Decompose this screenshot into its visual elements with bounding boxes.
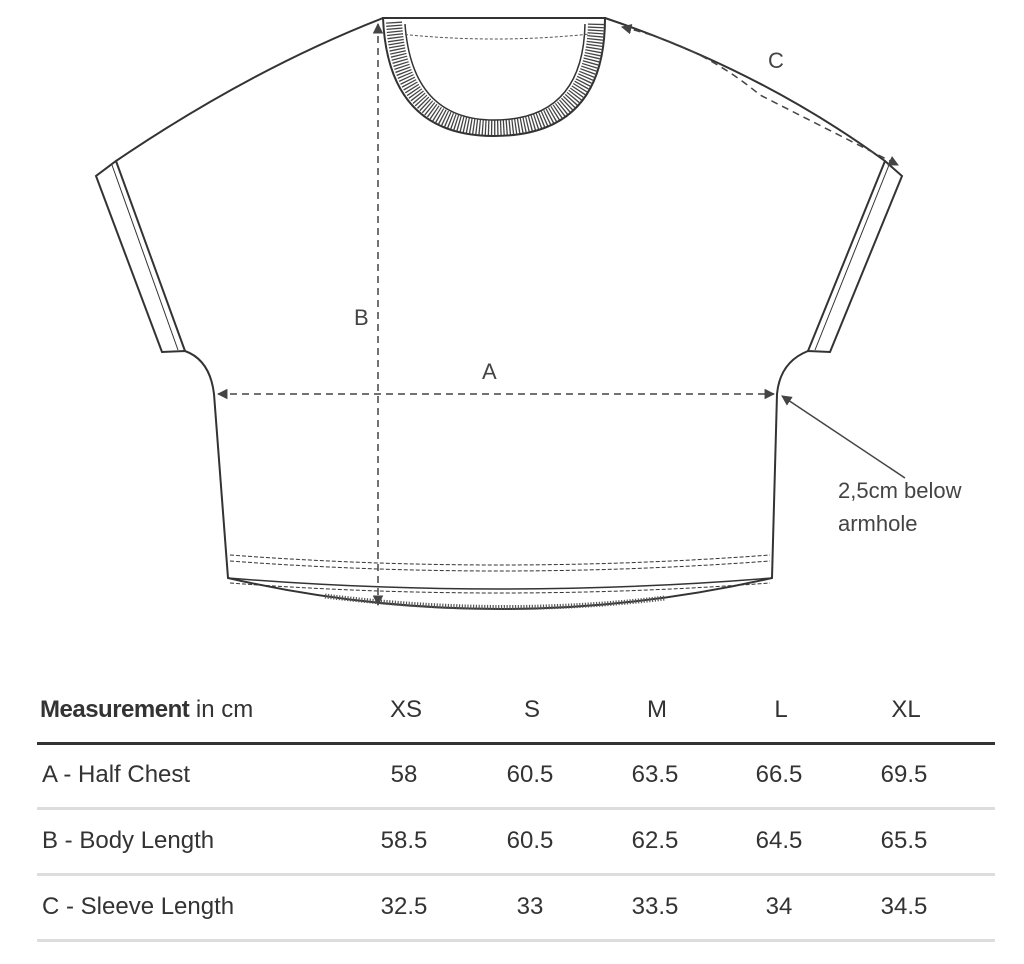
cell: 58 [390, 761, 418, 788]
cell: 66.5 [755, 761, 803, 788]
cell: 64.5 [755, 827, 803, 854]
row-label: A - Half Chest [42, 761, 191, 788]
header-measurement: Measurement [40, 696, 190, 723]
cell: 58.5 [380, 827, 428, 854]
cell: 32.5 [380, 893, 428, 920]
armhole-note-line1: 2,5cm below [838, 478, 962, 503]
cell: 34 [765, 893, 793, 920]
cell: 60.5 [506, 827, 554, 854]
header-divider [37, 742, 995, 745]
row-divider [37, 873, 995, 876]
size-header: XL [891, 696, 921, 723]
cell: 62.5 [631, 827, 679, 854]
row-divider [37, 939, 995, 942]
neck-rib [381, 17, 607, 138]
cell: 33.5 [631, 893, 679, 920]
size-header: L [774, 696, 788, 723]
dimension-c-line [620, 24, 899, 166]
label-a: A [482, 359, 497, 384]
tshirt-outline [94, 17, 904, 610]
cell: 60.5 [506, 761, 554, 788]
size-header: S [523, 696, 541, 723]
cell: 69.5 [880, 761, 928, 788]
cell: 34.5 [880, 893, 928, 920]
cell: 63.5 [631, 761, 679, 788]
cell: 65.5 [880, 827, 928, 854]
row-label: B - Body Length [42, 827, 215, 854]
header-unit: in cm [189, 696, 254, 723]
size-header: XS [389, 696, 423, 723]
label-b: B [354, 305, 369, 330]
armhole-note-line2: armhole [838, 511, 918, 536]
cell: 33 [516, 893, 544, 920]
label-c: C [768, 48, 784, 73]
armhole-pointer [781, 395, 906, 479]
row-label: C - Sleeve Length [42, 893, 235, 920]
size-header: M [647, 696, 667, 723]
hem-rib [324, 593, 666, 611]
row-divider [37, 807, 995, 810]
table-header-label: Measurement in cm [40, 698, 253, 722]
